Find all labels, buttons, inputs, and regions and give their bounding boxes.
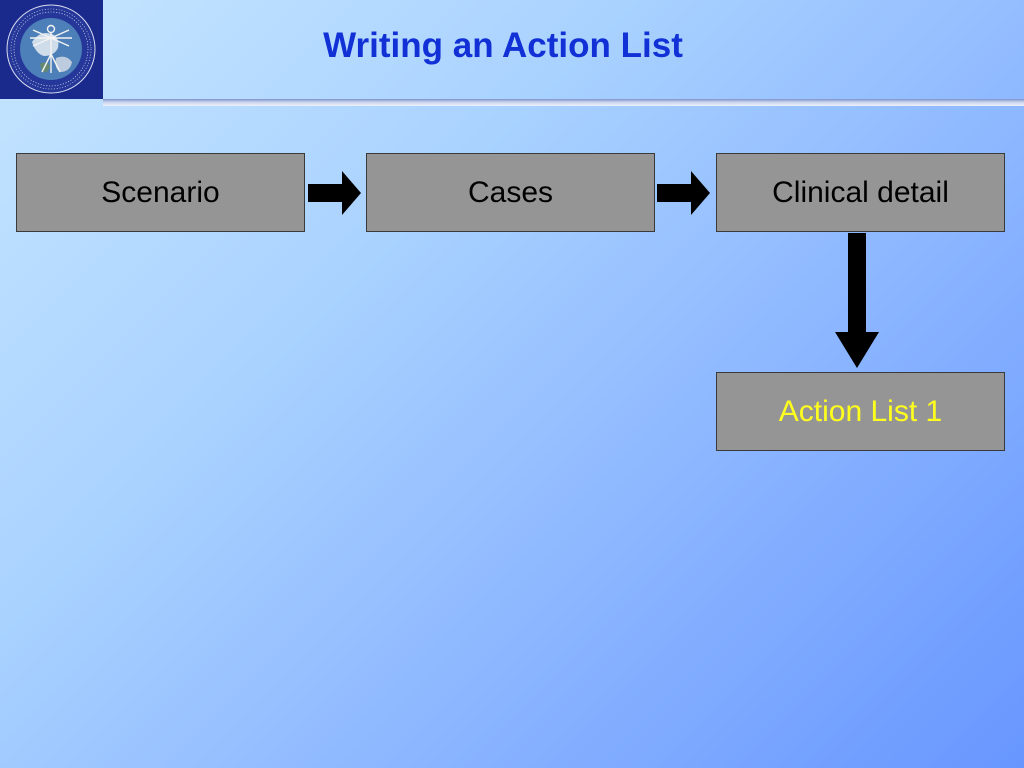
box-cases: Cases: [366, 153, 655, 232]
arrow-right-icon: [657, 171, 710, 215]
page-title: Writing an Action List: [323, 26, 683, 65]
box-action-list-1: Action List 1: [716, 372, 1005, 451]
box-scenario: Scenario: [16, 153, 305, 232]
box-clinical-detail: Clinical detail: [716, 153, 1005, 232]
arrow-down-icon: [835, 233, 879, 368]
title-divider: [103, 99, 1024, 106]
arrow-right-icon: [308, 171, 361, 215]
logo-icon: [0, 0, 103, 99]
